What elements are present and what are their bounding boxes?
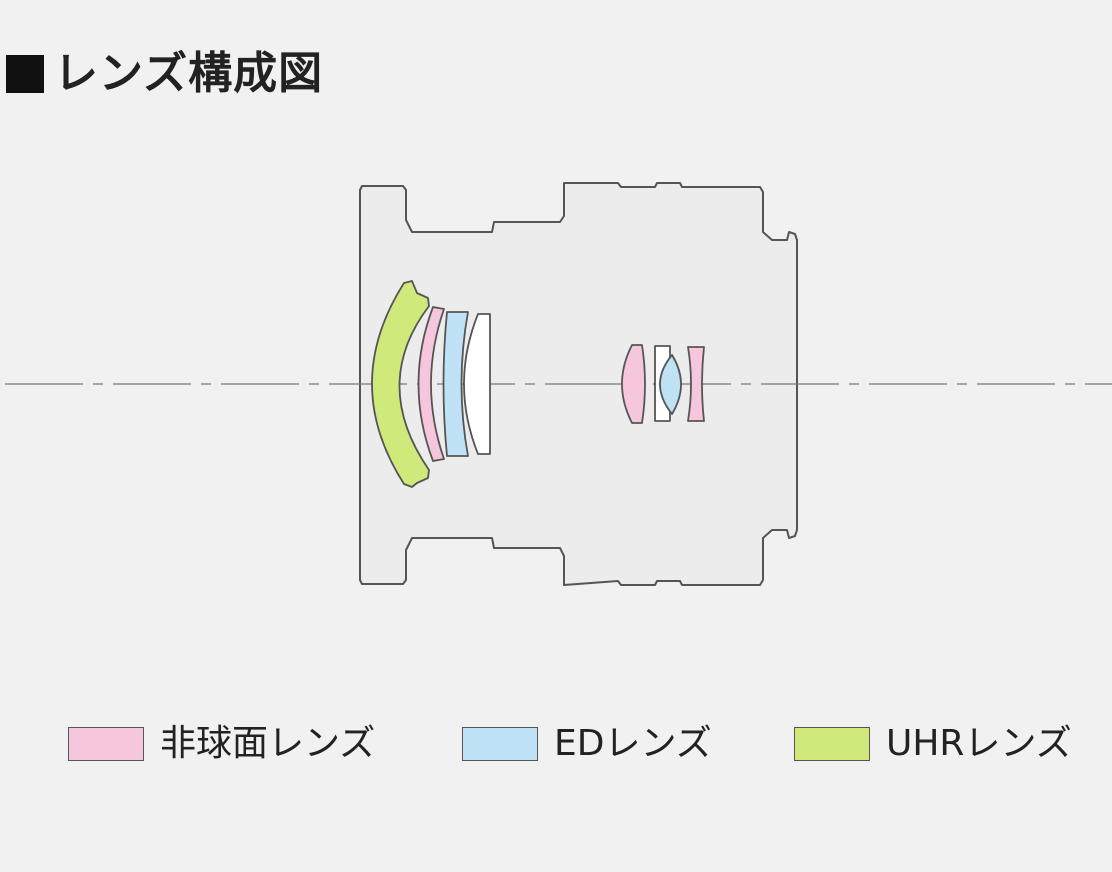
lens-element-normal-front: [463, 313, 491, 455]
legend-item-ed: EDレンズ: [462, 722, 712, 766]
lens-element-aspherical-rear-1: [621, 344, 646, 424]
legend-swatch-ed: [462, 727, 538, 761]
legend-label-uhr: UHRレンズ: [886, 723, 1072, 764]
title-square-icon: [6, 55, 44, 93]
lens-element-ed-front: [442, 311, 469, 457]
legend-swatch-aspherical: [68, 727, 144, 761]
legend-item-aspherical: 非球面レンズ: [68, 722, 375, 766]
title-text: レンズ構成図: [54, 48, 324, 99]
lens-element-aspherical-front: [417, 306, 445, 462]
legend: 非球面レンズ EDレンズ UHRレンズ: [0, 722, 1112, 770]
legend-item-uhr: UHRレンズ: [794, 722, 1072, 766]
lens-element-aspherical-rear-2: [687, 346, 705, 422]
legend-label-aspherical: 非球面レンズ: [160, 723, 376, 764]
lens-element-ed-rear: [659, 354, 682, 415]
legend-swatch-uhr: [794, 727, 870, 761]
page-title: レンズ構成図: [6, 52, 323, 96]
lens-element-uhr-front: [371, 280, 430, 488]
legend-label-ed: EDレンズ: [554, 723, 712, 764]
